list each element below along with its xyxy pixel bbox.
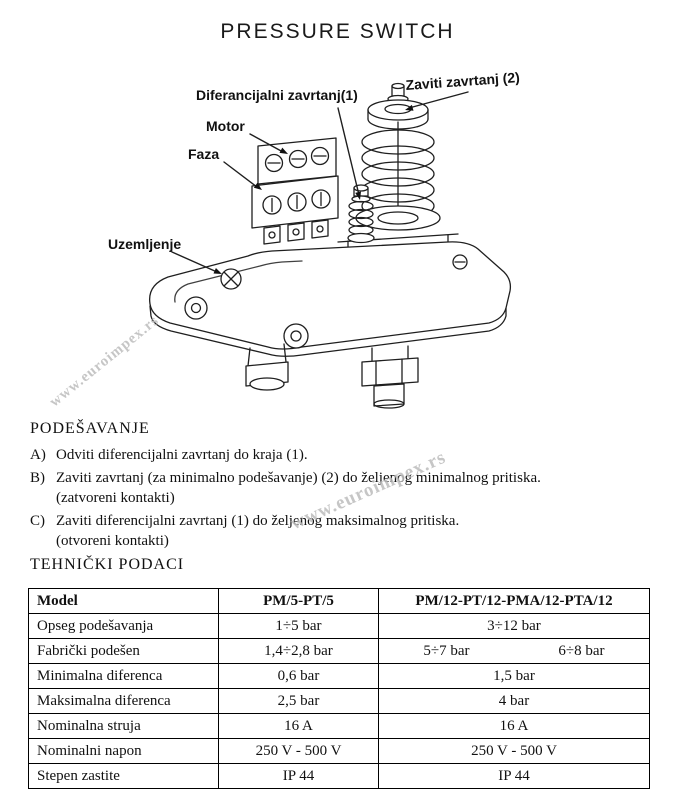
item-letter: B): [30, 470, 45, 486]
spec-value-cell: 250 V - 500 V: [378, 738, 650, 764]
page-title: PRESSURE SWITCH: [220, 20, 455, 43]
label-motor: Motor: [206, 118, 245, 134]
spec-value: 5÷7 bar: [423, 642, 470, 659]
spec-value-cell: 5÷7 bar 6÷8 bar: [378, 638, 650, 664]
pressure-connection-fitting: [361, 345, 419, 409]
spec-value: 6÷8 bar: [558, 642, 605, 659]
item-text-line: Zaviti diferencijalni zavrtanj (1) do že…: [56, 513, 460, 529]
item-letter: A): [30, 447, 46, 463]
spec-label-cell: Stepen zastite: [28, 763, 219, 789]
label-uzemljenje: Uzemljenje: [108, 236, 181, 252]
callout-arrows: [171, 91, 469, 274]
spec-value-cell: 250 V - 500 V: [218, 738, 379, 764]
spec-label-cell: Minimalna diferenca: [28, 663, 219, 689]
item-note: (otvoreni kontakti): [56, 533, 169, 549]
spec-value-cell: 1,5 bar: [378, 663, 650, 689]
spec-label-cell: Nominalni napon: [28, 738, 219, 764]
specs-section: TEHNIČKI PODACI: [30, 556, 659, 581]
label-zaviti-zavrtanj: Zaviti zavrtanj (2): [405, 69, 520, 93]
spec-value-cell: 2,5 bar: [218, 688, 379, 714]
range-spring: [355, 82, 441, 231]
spec-label-cell: Maksimalna diferenca: [28, 688, 219, 714]
item-text: Zaviti diferencijalni zavrtanj (1) do že…: [56, 511, 659, 551]
label-faza: Faza: [188, 146, 219, 162]
item-text-line: Zaviti zavrtanj (za minimalno podešavanj…: [56, 470, 541, 486]
adjustment-item-c: C) Zaviti diferencijalni zavrtanj (1) do…: [30, 511, 659, 551]
spec-value-cell: IP 44: [378, 763, 650, 789]
spec-value-cell: 4 bar: [378, 688, 650, 714]
table-header-row: Model PM/5-PT/5 PM/12-PT/12-PMA/12-PTA/1…: [28, 588, 650, 614]
adjustment-section: PODEŠAVANJE A) Odviti diferencijalni zav…: [30, 420, 659, 554]
spec-value-cell: IP 44: [218, 763, 379, 789]
spec-label-cell: Fabrički podešen: [28, 638, 219, 664]
spec-label-cell: Nominalna struja: [28, 713, 219, 739]
label-diferancijalni-zavrtanj: Diferancijalni zavrtanj(1): [196, 87, 358, 103]
spec-label-cell: Opseg podešavanja: [28, 613, 219, 639]
adjustment-heading: PODEŠAVANJE: [30, 420, 150, 437]
spec-value-cell: 1÷5 bar: [218, 613, 379, 639]
adjustment-item-b: B) Zaviti zavrtanj (za minimalno podešav…: [30, 468, 659, 508]
diagram-drawing: Zaviti zavrtanj (2) Diferancijalni zavrt…: [108, 69, 520, 409]
pressure-switch-diagram: Zaviti zavrtanj (2) Diferancijalni zavrt…: [0, 52, 675, 424]
ground-screw: [220, 268, 242, 290]
cable-gland-fitting: [245, 343, 289, 391]
adjustment-item-a: A) Odviti diferencijalni zavrtanj do kra…: [30, 445, 659, 465]
spec-table: Model PM/5-PT/5 PM/12-PT/12-PMA/12-PTA/1…: [28, 588, 650, 789]
specs-heading: TEHNIČKI PODACI: [30, 556, 185, 573]
spec-value-cell: 0,6 bar: [218, 663, 379, 689]
item-text: Odviti diferencijalni zavrtanj do kraja …: [56, 447, 308, 463]
item-text: Zaviti zavrtanj (za minimalno podešavanj…: [56, 468, 659, 508]
spec-value-cell: 16 A: [378, 713, 650, 739]
item-note: (zatvoreni kontakti): [56, 490, 175, 506]
header-pm5: PM/5-PT/5: [218, 588, 379, 614]
terminal-block-lower: [251, 175, 339, 245]
item-letter: C): [30, 513, 45, 529]
spec-value-cell: 16 A: [218, 713, 379, 739]
spec-value-cell: 3÷12 bar: [378, 613, 650, 639]
header-model: Model: [28, 588, 219, 614]
header-pm12: PM/12-PT/12-PMA/12-PTA/12: [378, 588, 650, 614]
base-plate: [148, 241, 512, 357]
spec-value-cell: 1,4÷2,8 bar: [218, 638, 379, 664]
